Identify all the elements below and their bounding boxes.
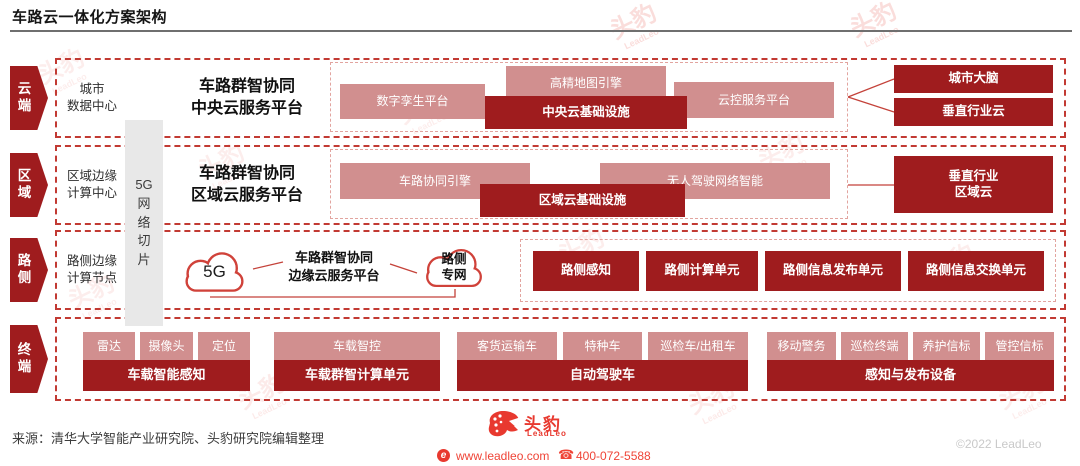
cloud-shape-icon — [185, 252, 244, 292]
watermark-cn: 头豹 — [845, 0, 901, 43]
region-row-frame — [55, 145, 1066, 225]
terminal-row-label: 终 端 — [10, 325, 48, 393]
leadleo-leopard-logo-icon — [488, 411, 521, 437]
leadleo-logo-cn: 头豹 — [524, 415, 562, 434]
title-divider — [10, 30, 1072, 32]
roadside-edge-node-label: 路侧边缘 计算节点 — [66, 254, 117, 285]
box-patrol-taxi-vehicle: 巡检车/出租车 — [648, 332, 748, 360]
source-note: 来源：清华大学智能产业研究院、头豹研究院编辑整理 — [12, 431, 325, 446]
browser-icon: e — [437, 449, 450, 462]
box-freight-vehicle: 客货运输车 — [457, 332, 557, 360]
edge-cloud-platform-title: 车路群智协同 边缘云服务平台 — [288, 249, 380, 283]
box-roadside-info-release-unit: 路侧信息发布单元 — [765, 251, 901, 291]
cloud-row-label: 云 端 — [10, 66, 48, 130]
cloud-5g-text: 5G — [203, 262, 226, 281]
roadside-row-frame — [55, 230, 1066, 310]
box-roadside-info-exchange-unit: 路侧信息交换单元 — [908, 251, 1044, 291]
box-positioning: 定位 — [198, 332, 250, 360]
box-vehicle-smart-control: 车载智控 — [274, 332, 440, 360]
box-vertical-industry-cloud: 垂直行业云 — [894, 98, 1053, 126]
cloud-private-network-text: 路侧 专网 — [441, 252, 467, 282]
box-central-cloud-infrastructure: 中央云基础设施 — [485, 96, 687, 129]
roadside-units-inner-frame — [520, 239, 1056, 302]
box-cloud-control-platform: 云控服务平台 — [674, 82, 834, 118]
box-autonomous-vehicle: 自动驾驶车 — [457, 360, 748, 391]
box-hd-map-engine: 高精地图引擎 — [506, 66, 666, 101]
watermark-cn: 头豹 — [605, 0, 661, 45]
roadside-row-label: 路 侧 — [10, 238, 48, 302]
region-row-label: 区 域 — [10, 153, 48, 217]
website-text: www.leadleo.com — [456, 449, 550, 463]
terminal-row-frame — [55, 317, 1066, 401]
central-cloud-platform-title: 车路群智协同 中央云服务平台 — [190, 77, 303, 117]
cloud-shape-icon — [426, 248, 482, 288]
watermark-en: LeadLeo — [862, 24, 901, 50]
central-cloud-inner-frame — [330, 62, 848, 132]
phone-number: 400-072-5588 — [576, 449, 651, 463]
box-special-vehicle: 特种车 — [563, 332, 642, 360]
watermark-en: LeadLeo — [622, 26, 661, 52]
city-data-center-label: 城市 数据中心 — [66, 82, 117, 113]
copyright: ©2022 LeadLeo — [956, 437, 1042, 451]
box-vehicle-swarm-computing-unit: 车载群智计算单元 — [274, 360, 440, 391]
page-title: 车路云一体化方案架构 — [12, 9, 168, 26]
box-patrol-terminal: 巡检终端 — [841, 332, 908, 360]
box-mobile-police: 移动警务 — [767, 332, 836, 360]
5g-network-slice-bar: 5G 网 络 切 片 — [125, 120, 163, 326]
box-control-beacon: 管控信标 — [985, 332, 1054, 360]
box-perception-release-devices: 感知与发布设备 — [767, 360, 1054, 391]
box-roadside-computing-unit: 路侧计算单元 — [646, 251, 758, 291]
cloud-row-frame — [55, 58, 1066, 138]
phone-icon: ☎ — [558, 447, 575, 462]
box-maintenance-beacon: 养护信标 — [913, 332, 980, 360]
leadleo-logo-en: LeadLeo — [527, 429, 567, 438]
box-digital-twin-platform: 数字孪生平台 — [340, 84, 485, 119]
box-city-brain: 城市大脑 — [894, 65, 1053, 93]
cloud-roadside-private-network-icon: 路侧 专网 — [414, 243, 494, 293]
cloud-5g-icon: 5G — [177, 246, 252, 298]
box-radar: 雷达 — [83, 332, 135, 360]
watermark-en: LeadLeo — [700, 401, 739, 427]
box-camera: 摄像头 — [140, 332, 193, 360]
region-cloud-inner-frame — [330, 149, 848, 219]
box-vehicle-smart-perception: 车载智能感知 — [83, 360, 250, 391]
region-edge-center-label: 区域边缘 计算中心 — [66, 169, 117, 200]
box-region-cloud-infrastructure: 区域云基础设施 — [480, 184, 685, 217]
region-cloud-platform-title: 车路群智协同 区域云服务平台 — [190, 164, 303, 204]
box-roadside-perception: 路侧感知 — [533, 251, 639, 291]
box-vertical-industry-region-cloud: 垂直行业 区域云 — [894, 156, 1053, 213]
